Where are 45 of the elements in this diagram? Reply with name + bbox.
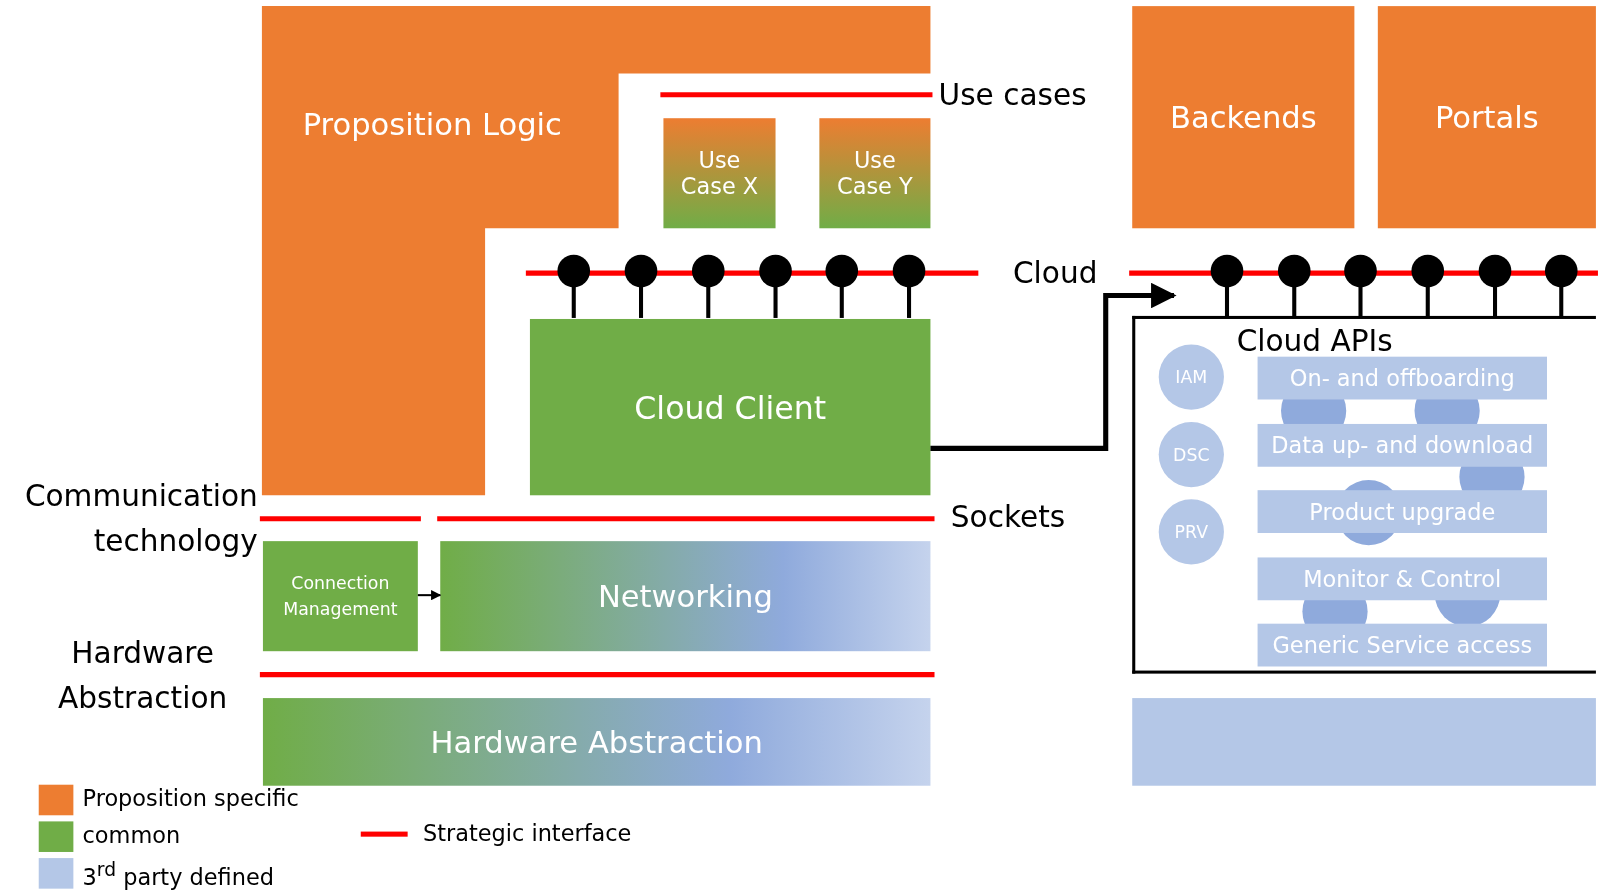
connector-arrow (417, 590, 442, 601)
legend-text: common (82, 822, 181, 850)
use-case-box (663, 118, 776, 229)
logic-block (261, 6, 931, 496)
api-bar (1257, 356, 1547, 400)
layer-label: Communication technology (23, 478, 258, 560)
box-label: Networking (597, 578, 773, 614)
api-bar (1257, 490, 1547, 533)
box-label: Portals (1434, 99, 1539, 136)
box-label: On- and offboarding (1289, 365, 1515, 391)
legend-text: Proposition specific (82, 785, 299, 813)
legend-text: 3$^{rd}$ party defined (82, 859, 274, 892)
legend-text: Strategic interface (422, 820, 632, 848)
api-bar (1257, 557, 1547, 601)
box-label: Cloud Client (634, 388, 827, 426)
connector-arrow (930, 282, 1177, 451)
box-label: Use Case X (679, 147, 760, 199)
api-bar (1257, 423, 1547, 467)
backend-box (1132, 6, 1355, 229)
box-label: Generic Service access (1272, 632, 1533, 658)
layer-box (262, 698, 931, 786)
box-label: Hardware Abstraction (430, 724, 763, 760)
layer-box (440, 541, 931, 652)
box-label: Proposition Logic (302, 106, 562, 142)
platform-box (1132, 698, 1596, 786)
box-label: Backends (1169, 99, 1317, 136)
api-frame (1132, 315, 1596, 674)
box-label: Cloud APIs (1236, 323, 1393, 358)
box-label: Data up- and download (1271, 432, 1534, 459)
component-box (262, 541, 418, 652)
api-bar (1257, 623, 1547, 667)
layer-label: Use cases (938, 77, 1087, 113)
client-box (529, 319, 931, 496)
layer-label: Sockets (950, 499, 1066, 534)
box-label: PRV (1174, 521, 1208, 543)
box-label: Product upgrade (1309, 498, 1496, 525)
layer-label: Cloud (1013, 255, 1098, 291)
box-label: Use Case Y (836, 147, 914, 199)
box-label: Monitor & Control (1303, 566, 1502, 592)
layer-label: Hardware Abstraction (57, 634, 229, 717)
box-label: DSC (1173, 444, 1210, 465)
box-label: Connection Management (282, 571, 399, 621)
use-case-box (819, 118, 931, 229)
box-label: IAM (1175, 366, 1208, 388)
portal-box (1377, 6, 1596, 229)
